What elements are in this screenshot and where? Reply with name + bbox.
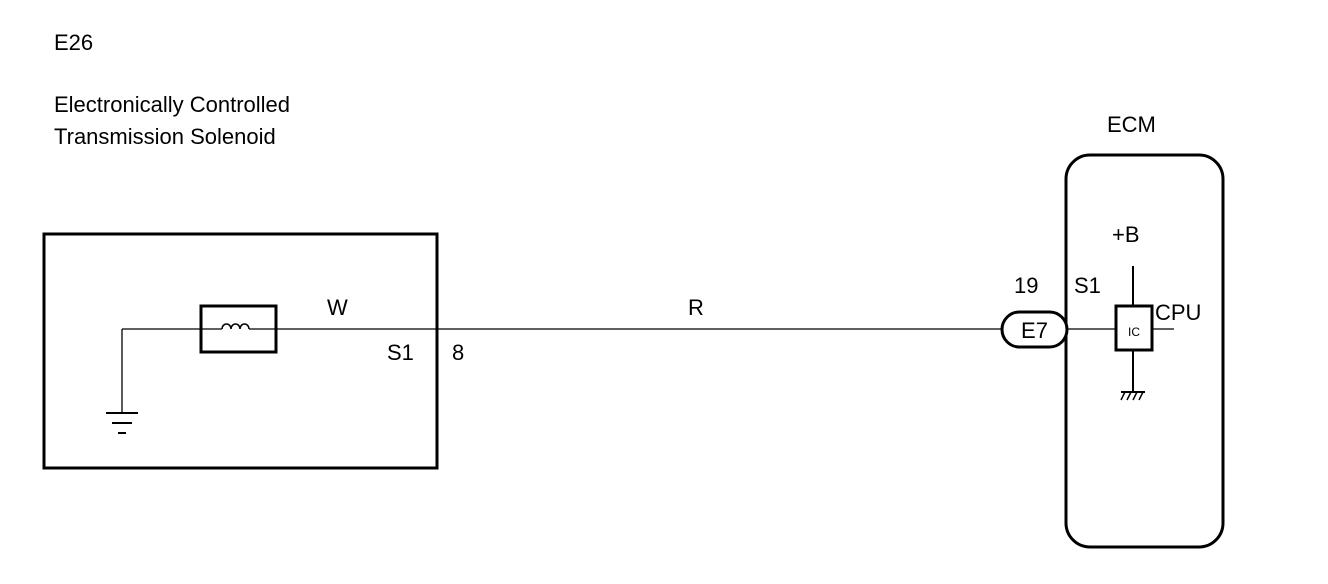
ground-icon: [106, 329, 138, 434]
coil-icon: [199, 304, 278, 354]
ecm-terminal-name: S1: [1074, 273, 1101, 298]
ecm-box: [1064, 153, 1225, 549]
harness-wire-color: R: [688, 295, 704, 320]
component-code: E26: [54, 30, 93, 55]
power-label: +B: [1112, 222, 1140, 247]
component-name-line2: Transmission Solenoid: [54, 124, 276, 149]
ic-block: IC: [1114, 304, 1154, 352]
ecm-label: ECM: [1107, 112, 1156, 137]
ecm-connector-code: E7: [1021, 318, 1048, 343]
component-name-line1: Electronically Controlled: [54, 92, 290, 117]
ecm-pin-number: 19: [1014, 273, 1038, 298]
ic-label: IC: [1128, 325, 1140, 339]
wire-color-internal: W: [327, 295, 348, 320]
ecm-connector: E7: [1000, 310, 1069, 349]
component-terminal-name: S1: [387, 340, 414, 365]
chassis-ground-icon: [1120, 391, 1145, 401]
solenoid-component-box: [42, 232, 439, 470]
component-terminal-pin: 8: [452, 340, 464, 365]
cpu-label: CPU: [1155, 300, 1201, 325]
